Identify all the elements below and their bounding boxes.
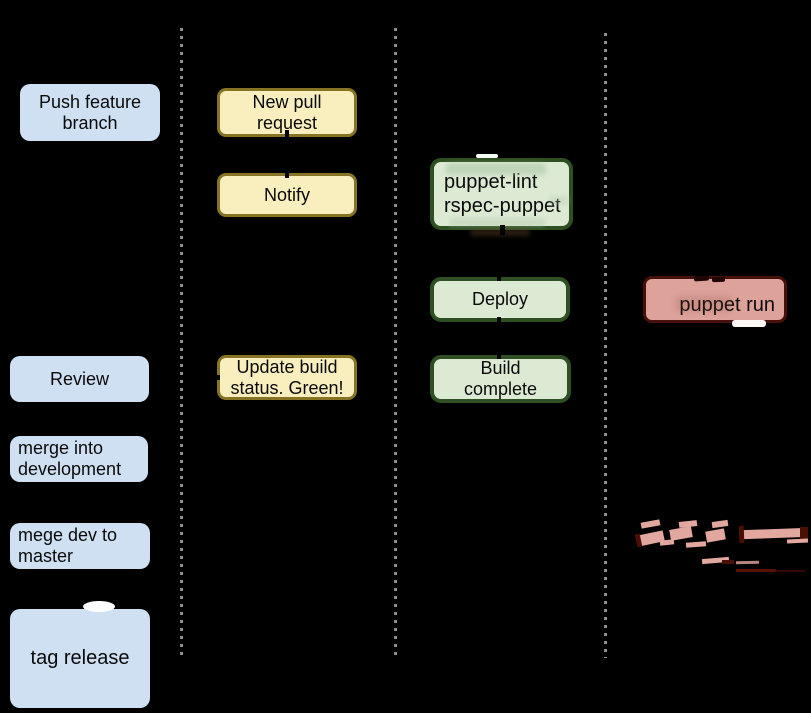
erased-pink-scribble (722, 560, 734, 564)
node-push-feature-branch: Push feature branch (20, 84, 160, 141)
node-merge-into-development: merge into development (10, 436, 148, 482)
ghost-text-smudge (446, 163, 546, 175)
white-erase-mark (83, 601, 115, 612)
dark-smudge-mark (711, 276, 726, 283)
erased-pink-scribble (711, 519, 729, 529)
erased-pink-scribble (800, 527, 808, 539)
node-notify: Notify (217, 173, 357, 217)
arrow-stub-notch (497, 317, 501, 326)
arrow-stub-notch (497, 274, 501, 281)
node-update-build-status: Update build status. Green! (217, 355, 357, 400)
arrow-stub-notch (285, 130, 289, 139)
erased-pink-scribble (735, 560, 760, 565)
arrow-stub-notch (212, 375, 220, 380)
lane-divider-2 (394, 28, 397, 658)
node-tag-release: tag release (10, 609, 150, 708)
dark-smudge-mark (693, 275, 710, 282)
lane-divider-1 (180, 28, 183, 658)
erased-pink-scribble (775, 570, 805, 572)
ghost-text-smudge (676, 296, 732, 312)
erased-pink-scribble (705, 528, 726, 543)
erased-pink-scribble (685, 541, 707, 548)
node-deploy: Deploy (430, 277, 570, 322)
erased-pink-scribble (640, 519, 661, 529)
arrow-stub-notch (285, 169, 289, 178)
white-erase-mark (732, 320, 766, 327)
lane-divider-3 (604, 33, 607, 658)
arrow-stub-notch (500, 225, 505, 235)
node-puppet-lint-rspec-puppet: puppet-lint rspec-puppet (430, 158, 573, 230)
node-mege-dev-to-master: mege dev to master (10, 523, 150, 569)
erased-pink-scribble (786, 538, 809, 544)
ghost-text-smudge (549, 196, 569, 205)
node-review: Review (10, 356, 149, 402)
erased-pink-scribble (736, 569, 776, 572)
node-build-complete: Build complete (430, 355, 571, 403)
erased-pink-scribble (743, 527, 808, 540)
erased-pink-scribble (669, 526, 693, 541)
white-erase-mark (476, 154, 498, 158)
node-new-pull-request: New pull request (217, 88, 357, 137)
ghost-text-smudge (449, 218, 545, 227)
arrow-stub-notch (497, 352, 501, 359)
